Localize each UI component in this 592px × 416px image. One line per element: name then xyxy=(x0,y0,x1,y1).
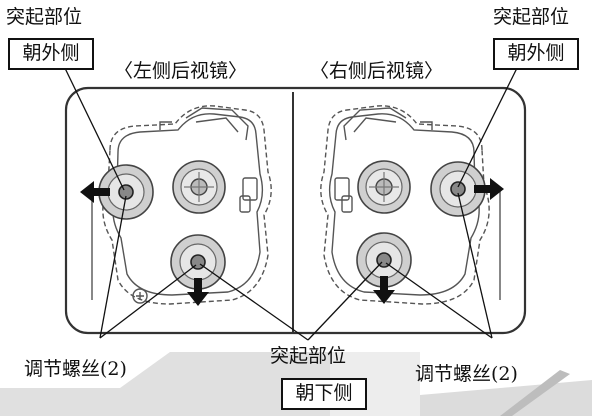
left-mirror-actuator xyxy=(91,105,272,305)
outward-box-right: 朝外侧 xyxy=(493,38,579,70)
protrusion-label-top-left: 突起部位 xyxy=(6,6,83,28)
background-photo-band xyxy=(0,352,592,416)
right-outward-arrow xyxy=(474,178,504,200)
downward-box: 朝下侧 xyxy=(281,378,367,410)
adjust-screw-label-right: 调节螺丝(2) xyxy=(415,363,518,385)
left-outward-arrow xyxy=(80,181,110,203)
right-mirror-actuator xyxy=(320,105,501,305)
right-mirror-title: 〈右侧后视镜〉 xyxy=(310,60,444,82)
adjust-screw-label-left: 调节螺丝(2) xyxy=(24,358,127,380)
left-outer-adjust-screw xyxy=(98,164,154,220)
outward-label-left: 朝外侧 xyxy=(22,42,80,64)
outward-label-right: 朝外侧 xyxy=(507,42,565,64)
right-downward-arrow xyxy=(373,276,395,304)
protrusion-label-bottom: 突起部位 xyxy=(270,345,347,367)
downward-label: 朝下侧 xyxy=(295,382,353,404)
right-outer-adjust-screw xyxy=(430,161,486,217)
protrusion-label-top-right: 突起部位 xyxy=(493,6,570,28)
outward-box-left: 朝外侧 xyxy=(8,38,94,70)
left-center-pivot xyxy=(172,160,226,214)
left-mirror-title: 〈左侧后视镜〉 xyxy=(114,60,248,82)
leader-lines xyxy=(61,61,521,341)
direction-arrows xyxy=(80,178,504,306)
right-center-pivot xyxy=(357,160,411,214)
left-downward-arrow xyxy=(187,278,209,306)
